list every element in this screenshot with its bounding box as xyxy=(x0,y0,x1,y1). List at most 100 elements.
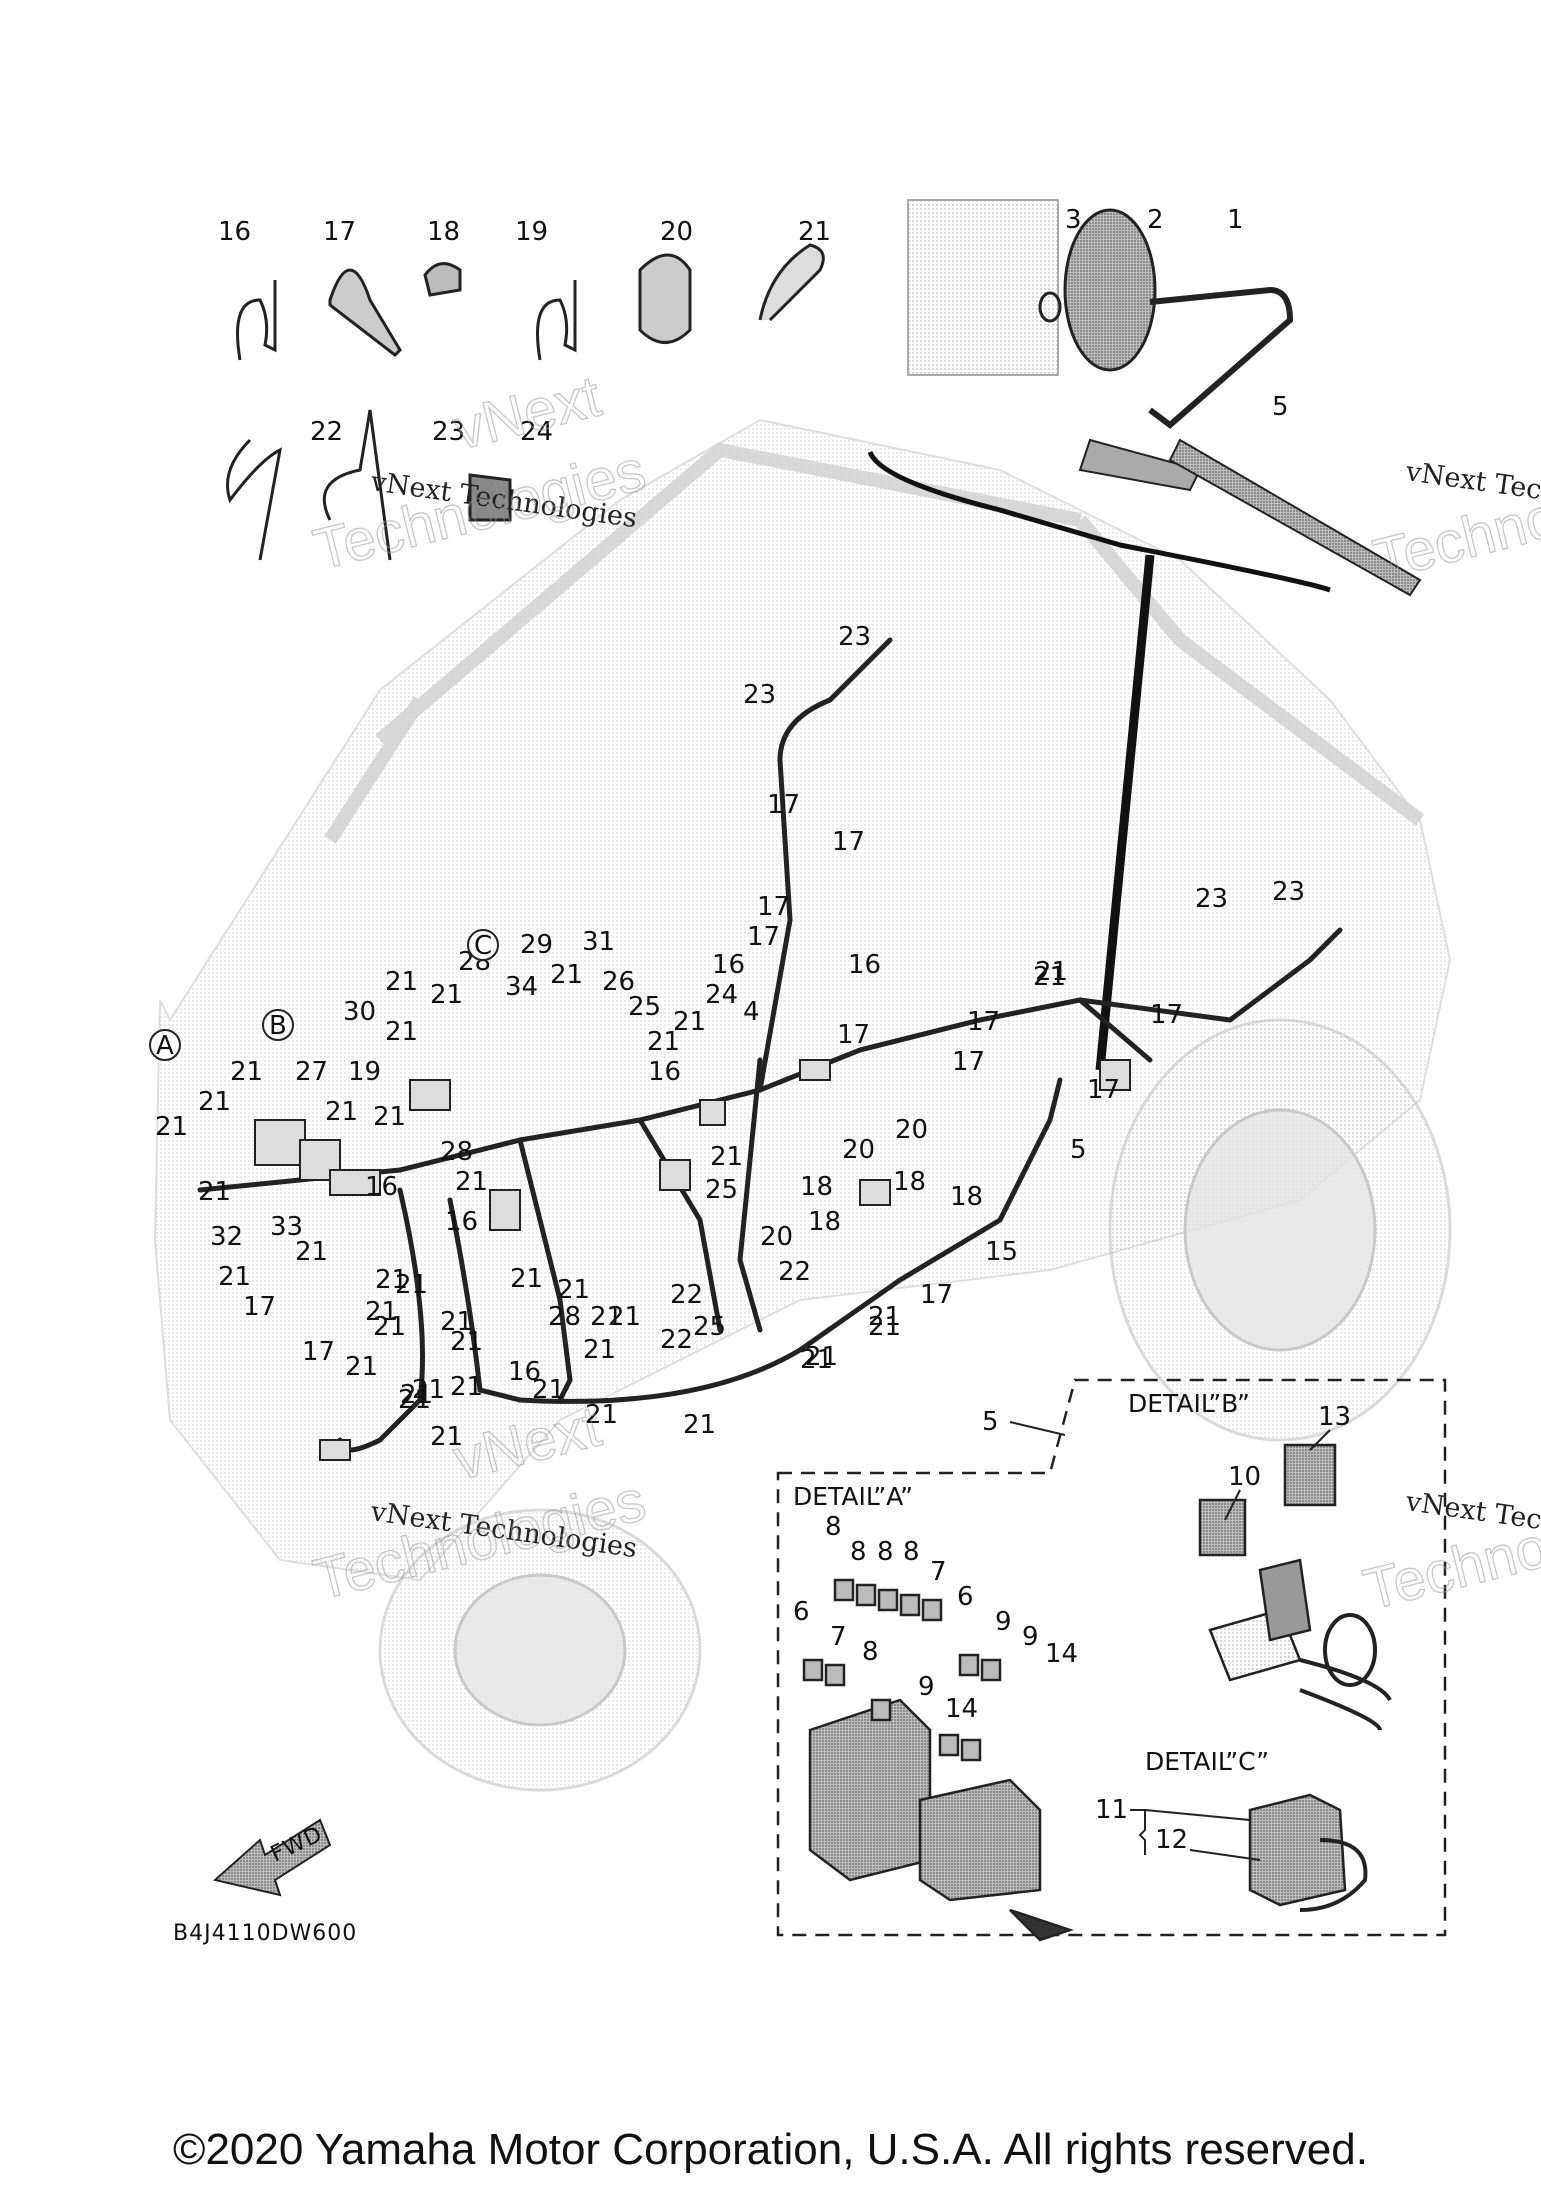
rear-wheel xyxy=(1108,1018,1452,1442)
watermark-text: vNext xyxy=(447,364,607,463)
callout-number: 21 xyxy=(295,1237,328,1267)
callout-number: 28 xyxy=(548,1302,581,1332)
leader-lines xyxy=(1009,1421,1331,1861)
callout-number: 22 xyxy=(778,1257,811,1287)
callout-5-top: 5 xyxy=(1272,392,1289,422)
callout-number: 9 xyxy=(1022,1622,1039,1652)
callout-number: 17 xyxy=(1150,1000,1183,1030)
clamp-17 xyxy=(328,268,402,357)
callout-number: 6 xyxy=(793,1597,810,1627)
callout-number: 25 xyxy=(693,1312,726,1342)
callout-number: 17 xyxy=(302,1337,335,1367)
front-wheel xyxy=(378,1508,702,1792)
callout-number: 21 xyxy=(430,1422,463,1452)
callout-number: 14 xyxy=(1045,1639,1078,1669)
tie-23 xyxy=(322,409,392,561)
callout-number: 11 xyxy=(1095,1795,1128,1825)
callout-number: 21 xyxy=(800,1345,833,1375)
callout-19-top: 19 xyxy=(515,217,548,247)
callout-number: 21 xyxy=(198,1087,231,1117)
callout-21-top: 21 xyxy=(798,217,831,247)
callout-number: 21 xyxy=(218,1262,251,1292)
callout-number: 21 xyxy=(412,1375,445,1405)
callout-number: 23 xyxy=(1195,884,1228,914)
callout-number: 21 xyxy=(450,1372,483,1402)
callout-number: 21 xyxy=(557,1275,590,1305)
callout-number: 18 xyxy=(950,1182,983,1212)
callout-number: 21 xyxy=(805,1342,838,1372)
callout-3: 3 xyxy=(1065,205,1082,235)
callout-number: 18 xyxy=(893,1167,926,1197)
callout-number: 7 xyxy=(830,1622,847,1652)
callout-number: 20 xyxy=(760,1222,793,1252)
callout-number: 21 xyxy=(395,1270,428,1300)
callout-number: 21 xyxy=(430,980,463,1010)
fwd-arrow: FWD xyxy=(212,1818,332,1897)
callout-number: 32 xyxy=(210,1222,243,1252)
callout-number: 16 xyxy=(445,1207,478,1237)
callout-number: 21 xyxy=(1035,957,1068,987)
callout-number: 30 xyxy=(343,997,376,1027)
callout-number: 13 xyxy=(1318,1402,1351,1432)
callout-number: 18 xyxy=(808,1207,841,1237)
callout-number: 31 xyxy=(582,927,615,957)
callout-number: 17 xyxy=(920,1280,953,1310)
callout-number: 34 xyxy=(505,972,538,1002)
callout-number: 33 xyxy=(270,1212,303,1242)
letter-a: A xyxy=(156,1031,174,1061)
callout-number: 17 xyxy=(967,1007,1000,1037)
callout-number: 21 xyxy=(1033,962,1066,992)
callout-number: 21 xyxy=(550,960,583,990)
callout-number: 21 xyxy=(510,1264,543,1294)
callout-number: 21 xyxy=(198,1177,231,1207)
callout-23-top: 23 xyxy=(432,417,465,447)
callout-number: 5 xyxy=(982,1407,999,1437)
callout-24-top: 24 xyxy=(520,417,553,447)
callout-number: 25 xyxy=(628,992,661,1022)
callout-number: 16 xyxy=(365,1172,398,1202)
callout-22-top: 22 xyxy=(310,417,343,447)
callout-number: 10 xyxy=(1228,1462,1261,1492)
callout-number: 26 xyxy=(602,967,635,997)
callout-number: 21 xyxy=(608,1302,641,1332)
callout-18-top: 18 xyxy=(427,217,460,247)
callout-number: 21 xyxy=(400,1380,433,1410)
callout-number: 18 xyxy=(800,1172,833,1202)
callout-number: 21 xyxy=(230,1057,263,1087)
callout-number: 21 xyxy=(583,1335,616,1365)
callout-number: 8 xyxy=(877,1537,894,1567)
callout-number: 17 xyxy=(952,1047,985,1077)
copyright-notice: ©2020 Yamaha Motor Corporation, U.S.A. A… xyxy=(173,2125,1368,2174)
callout-number: 17 xyxy=(757,892,790,922)
detail-a-fuse-block xyxy=(802,1578,1074,1942)
callout-2: 2 xyxy=(1147,205,1164,235)
callout-number: 16 xyxy=(712,950,745,980)
callout-number: 20 xyxy=(895,1115,928,1145)
sensor-detail xyxy=(867,199,1422,1071)
callout-number: 19 xyxy=(348,1057,381,1087)
callout-number: 25 xyxy=(705,1175,738,1205)
callout-1: 1 xyxy=(1227,205,1244,235)
callout-number: 22 xyxy=(670,1280,703,1310)
band-16 xyxy=(236,280,277,361)
callout-number: 22 xyxy=(660,1325,693,1355)
letter-b: B xyxy=(269,1011,287,1041)
callout-number: 20 xyxy=(842,1135,875,1165)
tie-22 xyxy=(226,438,283,561)
callout-number: 7 xyxy=(930,1557,947,1587)
callout-number: 9 xyxy=(995,1607,1012,1637)
band-19 xyxy=(536,280,577,361)
callout-number: 21 xyxy=(590,1302,623,1332)
callout-16-top: 16 xyxy=(218,217,251,247)
callout-number: 23 xyxy=(838,622,871,652)
callout-number: 14 xyxy=(945,1694,978,1724)
callout-number: 27 xyxy=(295,1057,328,1087)
vehicle-silhouette xyxy=(153,418,1452,1582)
callout-number: 21 xyxy=(868,1312,901,1342)
callout-number: 21 xyxy=(373,1102,406,1132)
callout-number: 21 xyxy=(385,1017,418,1047)
callout-number: 21 xyxy=(365,1297,398,1327)
callout-number: 21 xyxy=(398,1385,431,1415)
callout-number: 4 xyxy=(743,997,760,1027)
